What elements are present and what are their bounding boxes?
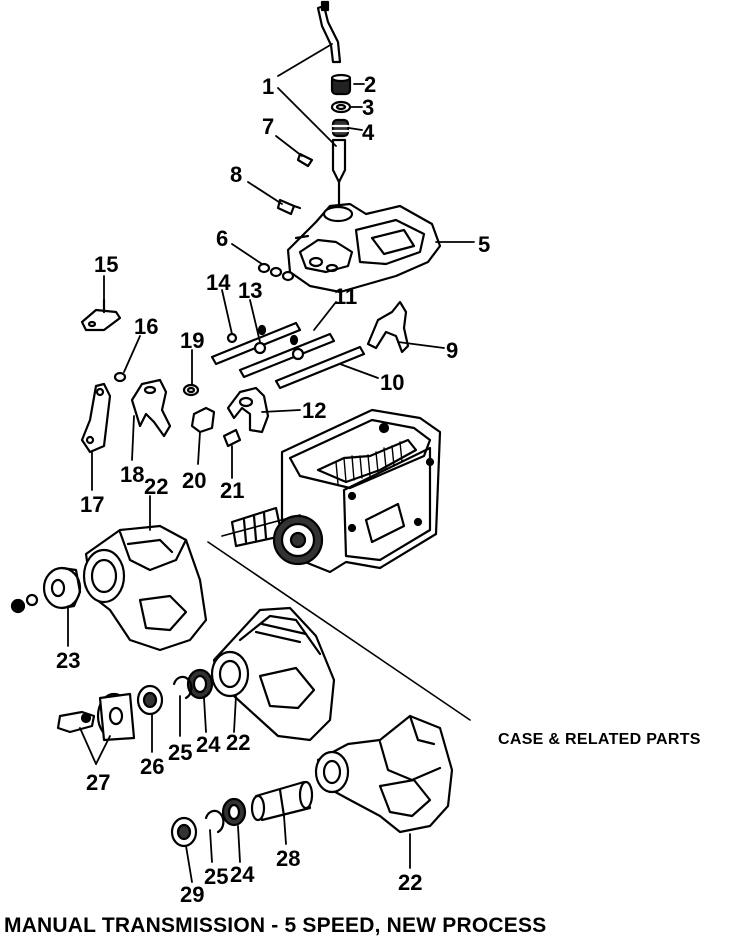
callout-19: 19: [180, 328, 204, 353]
shift-fork-left: [130, 378, 172, 438]
callout-leaders: [67, 43, 475, 883]
extension-housing-c: [314, 714, 454, 834]
seal-c: [170, 816, 198, 848]
shift-fork-center: [226, 386, 270, 434]
callout-22-middle: 22: [226, 730, 250, 755]
shift-lever: [316, 0, 347, 207]
callout-2: 2: [364, 72, 376, 97]
shift-fork-right: [366, 300, 410, 354]
callout-22-bottom: 22: [398, 870, 422, 895]
bearing-b: [186, 668, 214, 700]
output-yoke-b: [56, 692, 136, 742]
callout-17: 17: [80, 492, 104, 517]
callout-10: 10: [380, 370, 404, 395]
callout-27: 27: [86, 770, 110, 795]
pin-small: [296, 152, 314, 168]
interlock-bracket: [80, 298, 122, 332]
callout-16: 16: [134, 314, 158, 339]
callout-24-bottom: 24: [230, 862, 255, 887]
snap-ring-small: [182, 383, 200, 397]
boot-spring: [331, 118, 350, 138]
plug-bolt: [276, 198, 302, 216]
retainer-pin: [222, 428, 242, 448]
callout-6: 6: [216, 226, 228, 251]
callout-25-middle: 25: [168, 740, 192, 765]
extension-housing-b: [210, 606, 336, 742]
group-caption: CASE & RELATED PARTS: [498, 731, 701, 748]
output-flange-a: [42, 566, 82, 610]
speedometer-sleeve: [250, 780, 314, 822]
callout-23: 23: [56, 648, 80, 673]
callout-7: 7: [262, 114, 274, 139]
callout-25-bottom: 25: [204, 864, 228, 889]
callout-13: 13: [238, 278, 262, 303]
callout-14: 14: [206, 270, 231, 295]
callout-26: 26: [140, 754, 164, 779]
callout-12: 12: [302, 398, 326, 423]
callout-5: 5: [478, 232, 490, 257]
callout-9: 9: [446, 338, 458, 363]
diagram-title: MANUAL TRANSMISSION - 5 SPEED, NEW PROCE…: [4, 914, 547, 937]
callout-24-middle: 24: [196, 732, 221, 757]
shift-cover: [286, 202, 442, 294]
shift-fork-arm: [80, 382, 112, 454]
washer-ring: [330, 100, 352, 114]
callout-3: 3: [362, 95, 374, 120]
shift-knob-cap: [330, 73, 352, 96]
callout-28: 28: [276, 846, 300, 871]
detent-plugs: [257, 262, 295, 282]
callout-22-top: 22: [144, 474, 168, 499]
callout-29: 29: [180, 882, 204, 907]
snap-ring-b: [172, 675, 193, 700]
callout-4: 4: [362, 120, 375, 145]
callout-8: 8: [230, 162, 242, 187]
callout-labels: 1 2 3 4 5 6 7 8 9 10 11 12 13 14 15 16 1…: [56, 72, 490, 907]
callout-15: 15: [94, 252, 118, 277]
bearing-c: [221, 797, 247, 827]
shift-rails: [210, 321, 366, 390]
extension-housing-a: [82, 524, 208, 652]
callout-11: 11: [334, 284, 357, 309]
callout-1: 1: [262, 74, 274, 99]
snap-ring-c: [204, 809, 225, 834]
seal-b: [136, 684, 164, 716]
callout-18: 18: [120, 462, 144, 487]
leader-guides: [207, 514, 471, 721]
flange-nut-a: [10, 593, 39, 614]
shift-block: [190, 406, 216, 434]
callout-20: 20: [182, 468, 206, 493]
interlock-pin: [113, 371, 127, 383]
callout-21: 21: [220, 478, 244, 503]
